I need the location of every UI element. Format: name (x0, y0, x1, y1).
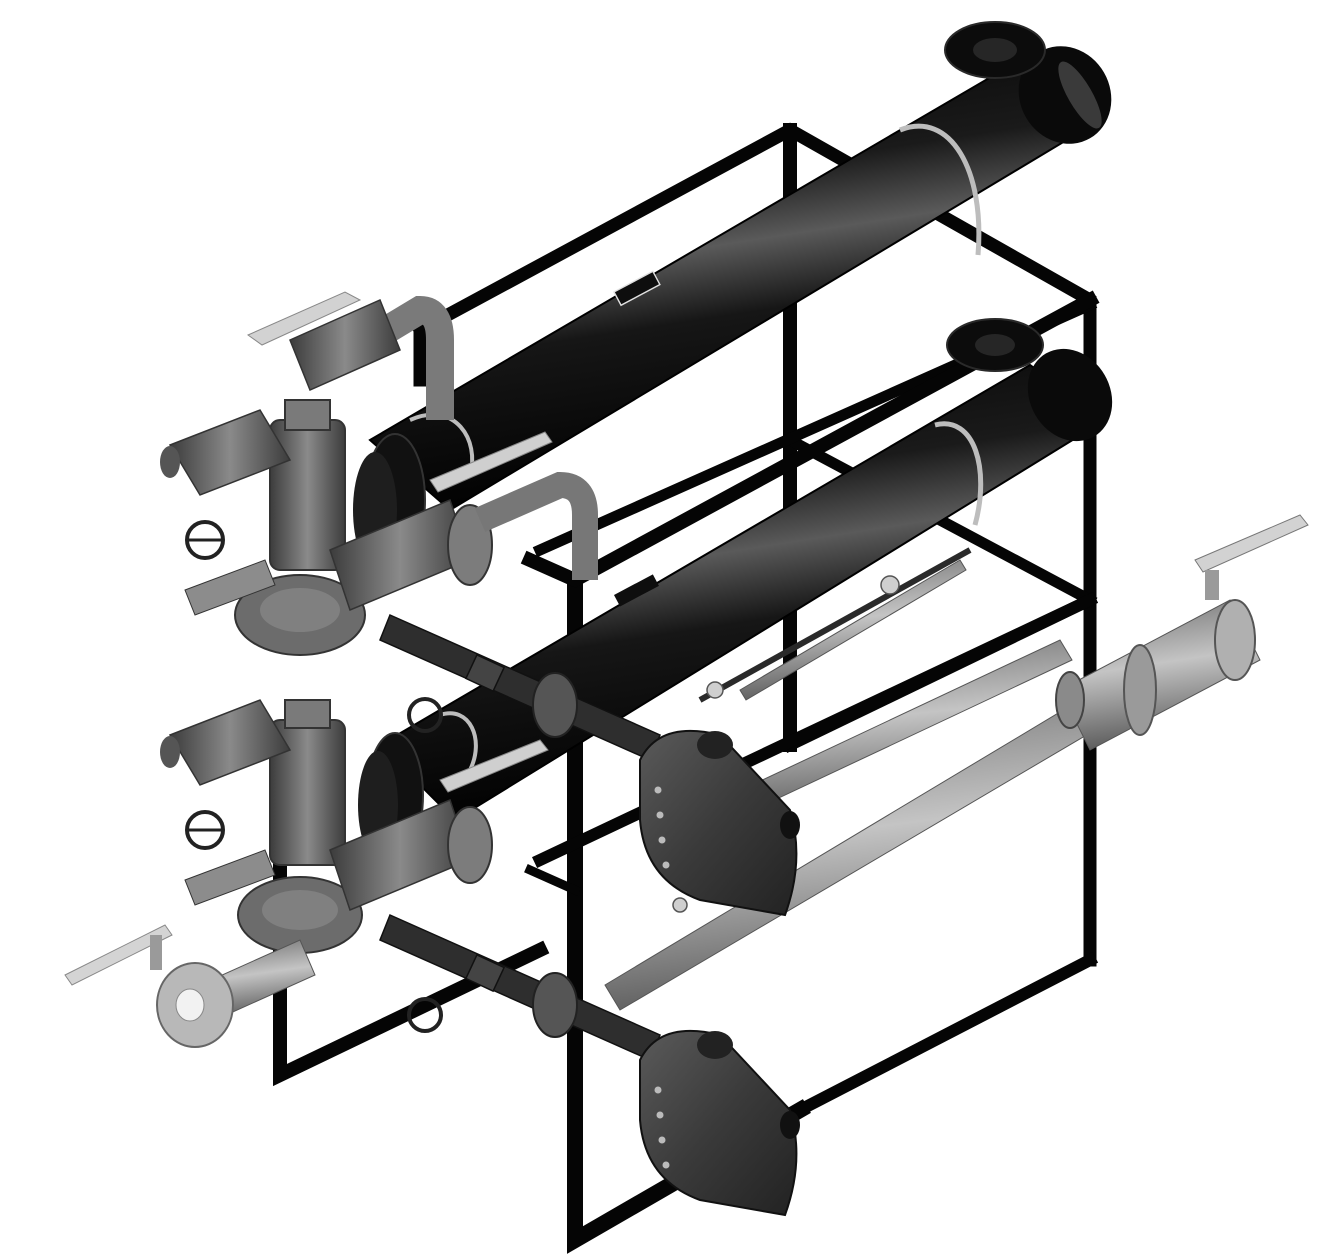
tubing-gauge-1 (880, 575, 900, 595)
upper-valve-flange-inner (260, 588, 340, 632)
inlet-valve-handle (64, 924, 173, 986)
lower-shell-band-front (439, 711, 478, 771)
tubing-gauge-2 (706, 681, 724, 699)
upper-valve-actuator (284, 399, 331, 431)
handwheel-valve (184, 520, 443, 1033)
lower-butterfly-lever (439, 739, 549, 793)
steam-branch-pipe (739, 559, 967, 701)
upper-trap-bolt-4 (662, 861, 670, 869)
upper-shell-highlight (1058, 61, 1102, 129)
frame-cross-member (524, 864, 581, 896)
handwheel-center (407, 697, 443, 733)
lower-trap-body (639, 1029, 798, 1217)
lower-trap-bolt-3 (658, 1136, 666, 1144)
upper-inlet-pipe (168, 409, 292, 496)
upper-outlet-flange (447, 504, 493, 586)
upper-valve-bonnet (269, 419, 346, 571)
lower-control-valve (160, 699, 549, 954)
lower-strainer (532, 972, 578, 1038)
upper-trap-port (697, 731, 733, 759)
lower-valve-flange-inner (262, 890, 338, 930)
lower-trap-port (697, 1031, 733, 1059)
lower-valve-actuator (284, 699, 331, 729)
inlet-valve-stem (150, 935, 162, 970)
lower-steam-trap (639, 1029, 800, 1217)
upper-control-valve (160, 295, 598, 656)
tubing-upper (698, 547, 972, 703)
nameplate-top-plate (613, 270, 661, 307)
outlet-valve-stem (1205, 570, 1219, 600)
upper-union (464, 653, 506, 693)
lower-shell-band (934, 421, 984, 526)
upper-nozzle-bore (973, 38, 1017, 62)
nameplate-lower-plate (614, 574, 659, 607)
lower-trap-pipework (379, 913, 661, 1062)
outlet-pipe-end (1055, 671, 1085, 729)
instrument-tubing (672, 547, 972, 913)
lower-outlet-flange (447, 806, 493, 884)
handwheel-bottom (407, 997, 443, 1033)
lower-trap-bolt-4 (662, 1161, 670, 1169)
upper-trap-bolt-3 (658, 836, 666, 844)
lower-trap-bolt-2 (656, 1111, 664, 1119)
upper-butterfly-lever (429, 431, 553, 493)
upper-strainer (532, 672, 578, 738)
outlet-flange-1 (1123, 644, 1157, 736)
outlet-pipe-right (1059, 599, 1261, 751)
upper-inlet-cap (160, 446, 180, 478)
upper-steam-trap (639, 729, 800, 917)
outlet-butterfly-valve (1194, 514, 1309, 600)
inlet-butterfly-valve (64, 924, 316, 1048)
inlet-valve-bore (175, 988, 205, 1022)
handwheel-lower-pipe (184, 849, 276, 906)
upper-butterfly-valve (246, 291, 553, 493)
lower-inlet-cap (160, 736, 180, 768)
nameplate-top (613, 270, 661, 307)
lower-trap-bolt-1 (654, 1086, 662, 1094)
upper-riser-elbow (474, 471, 598, 580)
upper-trap-outlet (780, 811, 800, 839)
frame-right-bottom (791, 951, 1099, 1119)
upper-trap-bolt-1 (654, 786, 662, 794)
upper-elbow (362, 295, 454, 420)
upper-shell-band (899, 123, 982, 256)
upper-butterfly-handle (246, 291, 362, 346)
lower-union (464, 953, 506, 993)
outlet-flange-2 (1214, 599, 1256, 681)
condensate-pipe-run (604, 559, 1261, 1011)
tubing-gauge-3 (672, 897, 688, 913)
lower-nozzle-bore (975, 334, 1015, 356)
nameplate-lower (614, 574, 659, 607)
outlet-valve-handle (1194, 514, 1309, 573)
frame-base-rail (532, 592, 1098, 868)
handwheel-upper-pipe (184, 559, 276, 616)
upper-trap-bolt-2 (656, 811, 664, 819)
lower-shell-end-cap (1027, 348, 1113, 442)
upper-trap-body (639, 729, 798, 917)
lower-trap-outlet (780, 1111, 800, 1139)
upper-trap-pipework (379, 613, 661, 762)
lower-inlet-pipe (168, 699, 292, 786)
upper-bypass-pipe (289, 298, 401, 392)
